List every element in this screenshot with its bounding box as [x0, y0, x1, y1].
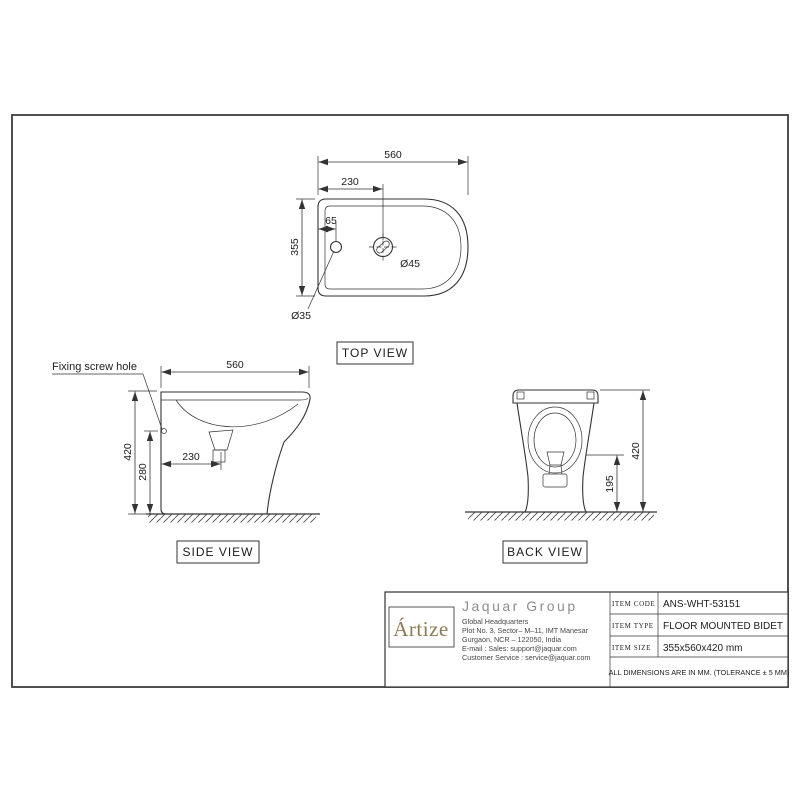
top-view-label: TOP VIEW — [342, 346, 408, 360]
fixing-screw-hole-mark — [161, 428, 167, 434]
side-view-trap — [208, 429, 234, 451]
address-line-2: Plot No. 3, Sector– M–11, IMT Manesar — [462, 626, 589, 635]
side-view-trap-pipe — [212, 449, 226, 463]
dim-side-230: 230 — [182, 451, 200, 463]
dim-back-195: 195 — [604, 475, 616, 493]
annotation-leader — [142, 373, 163, 430]
dim-top-355: 355 — [289, 238, 301, 256]
artize-logo: Ártize — [393, 617, 448, 641]
top-view-label-box — [336, 341, 414, 365]
back-spud-line-left — [548, 464, 551, 475]
tolerance-note: ALL DIMENSIONS ARE IN MM. (TOLERANCE ± 5… — [609, 668, 790, 677]
dim-top-hole-35: Ø35 — [291, 310, 311, 322]
top-view-extension-lines — [296, 156, 469, 297]
dim-top-560: 560 — [384, 149, 402, 161]
artize-logo-box — [388, 606, 455, 648]
item-type-value: FLOOR MOUNTED BIDET — [663, 621, 783, 632]
back-view-cap — [512, 389, 599, 404]
side-view: Fixing screw hole 560 420 280 230 SIDE V… — [52, 359, 320, 564]
top-view-outer-outline — [317, 198, 469, 297]
side-floor-hatch — [148, 514, 316, 523]
back-spud-line-right — [560, 464, 563, 475]
item-size-label: ITEM SIZE — [612, 644, 651, 652]
back-fix-hole-left — [516, 391, 525, 400]
dim-back-420: 420 — [630, 442, 642, 460]
leader-hole-35 — [307, 250, 335, 310]
fixing-screw-hole-text: Fixing screw hole — [52, 361, 137, 373]
address-line-3: Gurgaon, NCR – 122050, India — [462, 635, 561, 644]
side-hole — [329, 240, 343, 254]
tap-handle-icon — [376, 240, 390, 254]
side-view-label-box — [176, 540, 260, 564]
dim-side-420: 420 — [122, 443, 134, 461]
back-drain — [542, 473, 568, 488]
back-bowl-inner — [533, 412, 577, 468]
side-view-extension-lines — [128, 366, 310, 515]
item-size-value: 355x560x420 mm — [663, 643, 743, 654]
dim-top-230: 230 — [341, 176, 359, 188]
back-floor-hatch — [468, 512, 654, 521]
back-fix-hole-right — [586, 391, 595, 400]
top-view: 560 230 65 355 Ø45 Ø35 TOP VIEW — [289, 149, 469, 365]
back-view: 420 195 BACK VIEW — [465, 389, 657, 564]
back-view-body — [516, 402, 595, 513]
dim-top-hole-45: Ø45 — [400, 258, 420, 270]
title-block: Ártize Jaquar Group Global Headquarters … — [384, 591, 790, 688]
dim-side-280: 280 — [137, 463, 149, 481]
back-view-extension-lines — [586, 389, 650, 456]
back-spud — [546, 451, 565, 466]
tap-hole — [372, 236, 394, 258]
side-view-label: SIDE VIEW — [182, 545, 253, 559]
address-line-5: Customer Service : service@jaquar.com — [462, 653, 590, 662]
address-line-4: E-mail : Sales: support@jaquar.com — [462, 644, 577, 653]
dim-side-560: 560 — [226, 359, 244, 371]
dim-top-65: 65 — [325, 215, 337, 227]
company-name: Jaquar Group — [462, 598, 578, 614]
top-view-rim-outline — [324, 205, 462, 290]
side-view-rim-line — [161, 397, 309, 401]
back-bowl-outer — [527, 406, 583, 474]
item-code-value: ANS-WHT-53151 — [663, 599, 741, 610]
address-line-1: Global Headquarters — [462, 617, 529, 626]
item-code-label: ITEM CODE — [612, 600, 655, 608]
back-view-label-box — [502, 540, 588, 564]
item-type-label: ITEM TYPE — [612, 622, 654, 630]
back-view-label: BACK VIEW — [507, 545, 583, 559]
side-view-bowl-curve — [175, 399, 299, 428]
